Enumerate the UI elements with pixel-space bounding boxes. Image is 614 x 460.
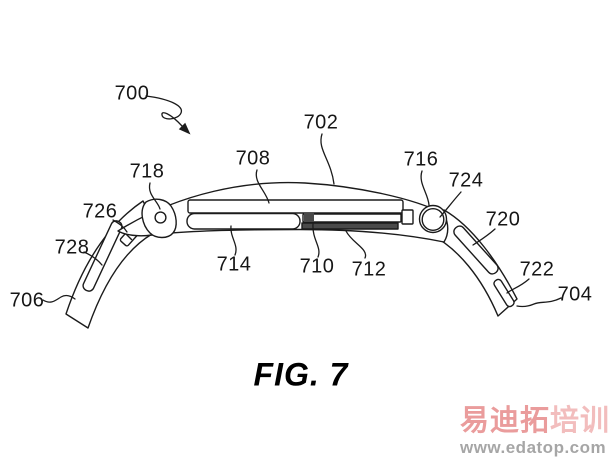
right-strap-slot [453,225,499,275]
figure-caption: FIG. 7 [253,356,349,393]
pivot-hole [154,211,167,224]
watermark-brand-secondary: 培训 [549,405,610,437]
ref-label-708: 708 [235,147,271,170]
leader-726 [112,219,128,233]
hinge-outer-circle [418,204,448,234]
leader-lines [42,95,562,308]
leader-728 [83,251,103,266]
leader-716 [420,170,430,206]
leader-722 [506,278,530,294]
right-strap-tip-slot [493,278,515,308]
leader-706 [42,294,76,303]
ref-label-714: 714 [216,253,252,276]
watermark-brand-text: 易迪拓培训 [460,407,610,436]
leader-704 [516,297,562,308]
ref-label-706: 706 [9,289,45,312]
leader-720 [472,228,496,246]
leader-708 [255,169,270,204]
connector-block [401,209,414,225]
ref-label-724: 724 [448,169,484,192]
ref-label-716: 716 [403,148,439,171]
ref-label-712: 712 [351,258,387,281]
hinge-inner-circle [421,207,445,231]
thin-component-bar [302,213,402,223]
ref-label-720: 720 [485,208,521,231]
watermark: 易迪拓培训 www.edatop.com [459,407,610,457]
ref-label-702: 702 [303,111,339,134]
ref-label-718: 718 [129,160,165,183]
ref-label-704: 704 [557,283,593,306]
component-end-cap [304,213,314,222]
capsule-component [186,212,301,230]
watermark-brand-primary: 易迪拓 [459,405,550,437]
leader-702 [320,133,335,185]
ref-label-728: 728 [54,236,90,259]
watermark-url: www.edatop.com [459,438,607,457]
top-component-bar [187,199,404,214]
ref-label-700: 700 [114,82,150,105]
leader-724 [439,191,462,218]
leader-710 [312,223,320,258]
leader-712 [345,230,367,259]
leader-718 [148,182,161,210]
leader-700 [145,95,183,127]
left-strap-slot [82,220,123,292]
left-strap-connector-divider [125,233,133,241]
ref-label-722: 722 [519,258,555,281]
leader-714 [230,225,237,256]
right-strap-outline [429,209,518,317]
lower-component-bar [301,222,399,230]
ref-label-726: 726 [82,200,118,223]
ref-label-710: 710 [299,255,335,278]
arrowhead-700 [178,122,191,135]
